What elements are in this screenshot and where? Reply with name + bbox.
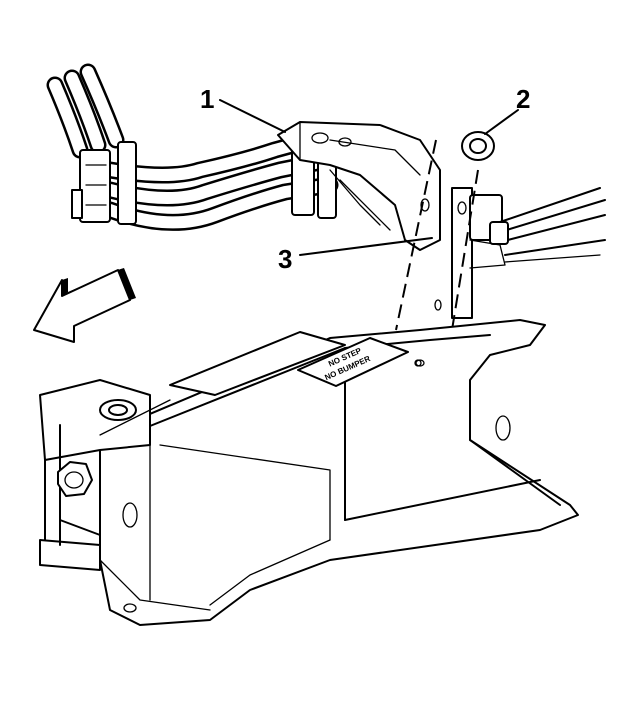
callout-3: 3 [278,244,292,274]
hose-lines [46,63,339,231]
mounting-bracket [277,121,441,251]
bolt-assembly [434,187,506,319]
callout-1-leader [219,99,286,133]
rear-lines [489,187,606,263]
grommet [461,131,495,161]
callout-2: 2 [516,84,530,114]
callout-1: 1 [200,84,214,114]
frame-rail [39,319,579,626]
callout-2-leader [484,109,519,135]
callout-leaders [219,99,519,256]
frame-warning-label: NO STEP NO BUMPER [297,337,409,387]
callout-3-leader [299,237,433,256]
front-direction-arrow-icon [33,268,136,343]
